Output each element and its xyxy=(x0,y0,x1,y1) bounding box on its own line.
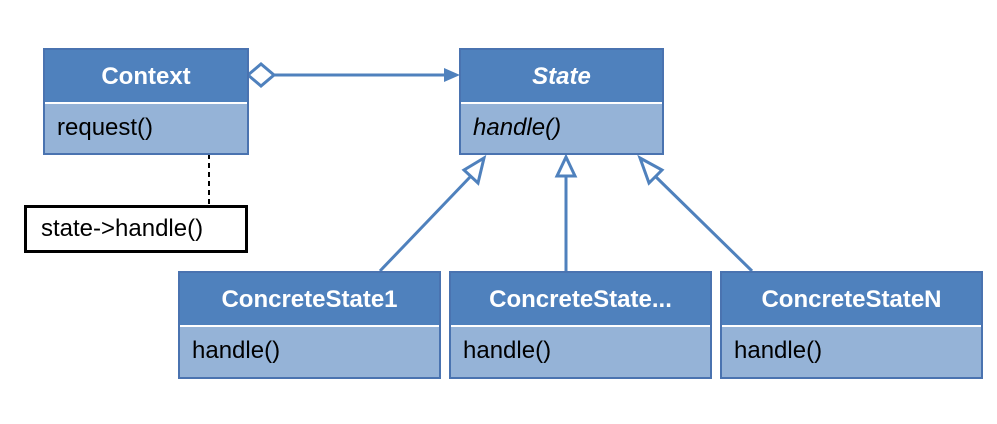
concrete-state-1-operation: handle() xyxy=(192,337,281,364)
code-note: state->handle() xyxy=(24,205,248,253)
inheritance-arrowhead-2 xyxy=(554,153,578,178)
concrete-state-n-operation: handle() xyxy=(734,337,823,364)
aggregation-diamond xyxy=(245,62,277,88)
inheritance-line-1 xyxy=(378,174,473,273)
inheritance-arrowhead-3 xyxy=(637,154,665,186)
concrete-state-2-name: ConcreteState... xyxy=(451,273,710,327)
concrete-state-n-class: ConcreteStateN handle() xyxy=(720,271,983,379)
context-class-name: Context xyxy=(45,50,247,104)
state-class: State handle() xyxy=(459,48,664,155)
concrete-state-2-operation: handle() xyxy=(463,337,552,364)
concrete-state-1-name: ConcreteState1 xyxy=(180,273,439,327)
context-operation: request() xyxy=(57,114,154,141)
context-class: Context request() xyxy=(43,48,249,155)
inheritance-arrowhead-1 xyxy=(461,154,487,186)
concrete-state-2-class: ConcreteState... handle() xyxy=(449,271,712,379)
state-class-name: State xyxy=(461,50,662,104)
concrete-state-1-class: ConcreteState1 handle() xyxy=(178,271,441,379)
state-operation: handle() xyxy=(473,114,562,141)
concrete-state-n-name: ConcreteStateN xyxy=(722,273,981,327)
aggregation-arrowhead xyxy=(444,68,460,82)
inheritance-line-3 xyxy=(653,174,754,273)
